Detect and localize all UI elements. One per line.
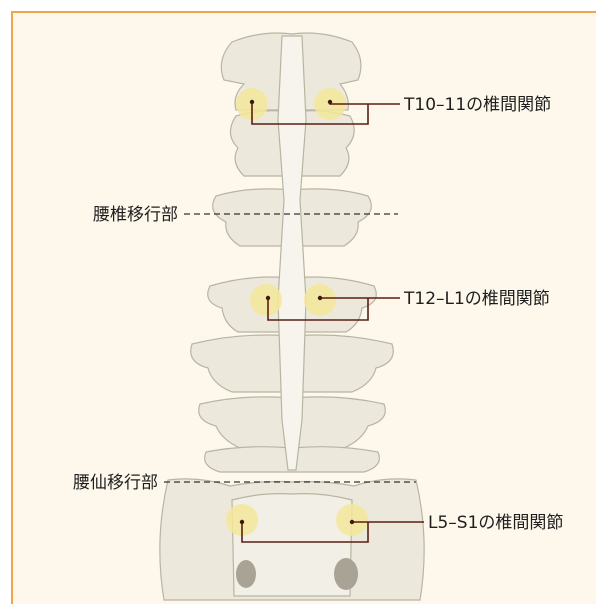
- facet-highlight-t12-l1-left: [250, 284, 282, 316]
- leader-dot-t10-11-left: [250, 100, 254, 104]
- leader-dot-l5-s1-left: [240, 520, 244, 524]
- label-thoracolumbar-transition: 腰椎移行部: [93, 205, 178, 225]
- leader-dot-t12-l1-right: [318, 296, 322, 300]
- sacral-foramen-right: [334, 558, 358, 590]
- sacral-foramen-left: [236, 560, 256, 588]
- label-facet-t10-11: T10–11の椎間関節: [403, 95, 551, 115]
- leader-dot-l5-s1-right: [350, 520, 354, 524]
- spine-illustration: [160, 33, 424, 600]
- label-facet-l5-s1: L5–S1の椎間関節: [428, 513, 563, 533]
- spinous-process-column: [278, 36, 306, 470]
- leader-dot-t10-11-right: [328, 100, 332, 104]
- leader-dot-t12-l1-left: [266, 296, 270, 300]
- label-facet-t12-l1: T12–L1の椎間関節: [403, 289, 550, 309]
- label-lumbosacral-transition: 腰仙移行部: [73, 473, 158, 493]
